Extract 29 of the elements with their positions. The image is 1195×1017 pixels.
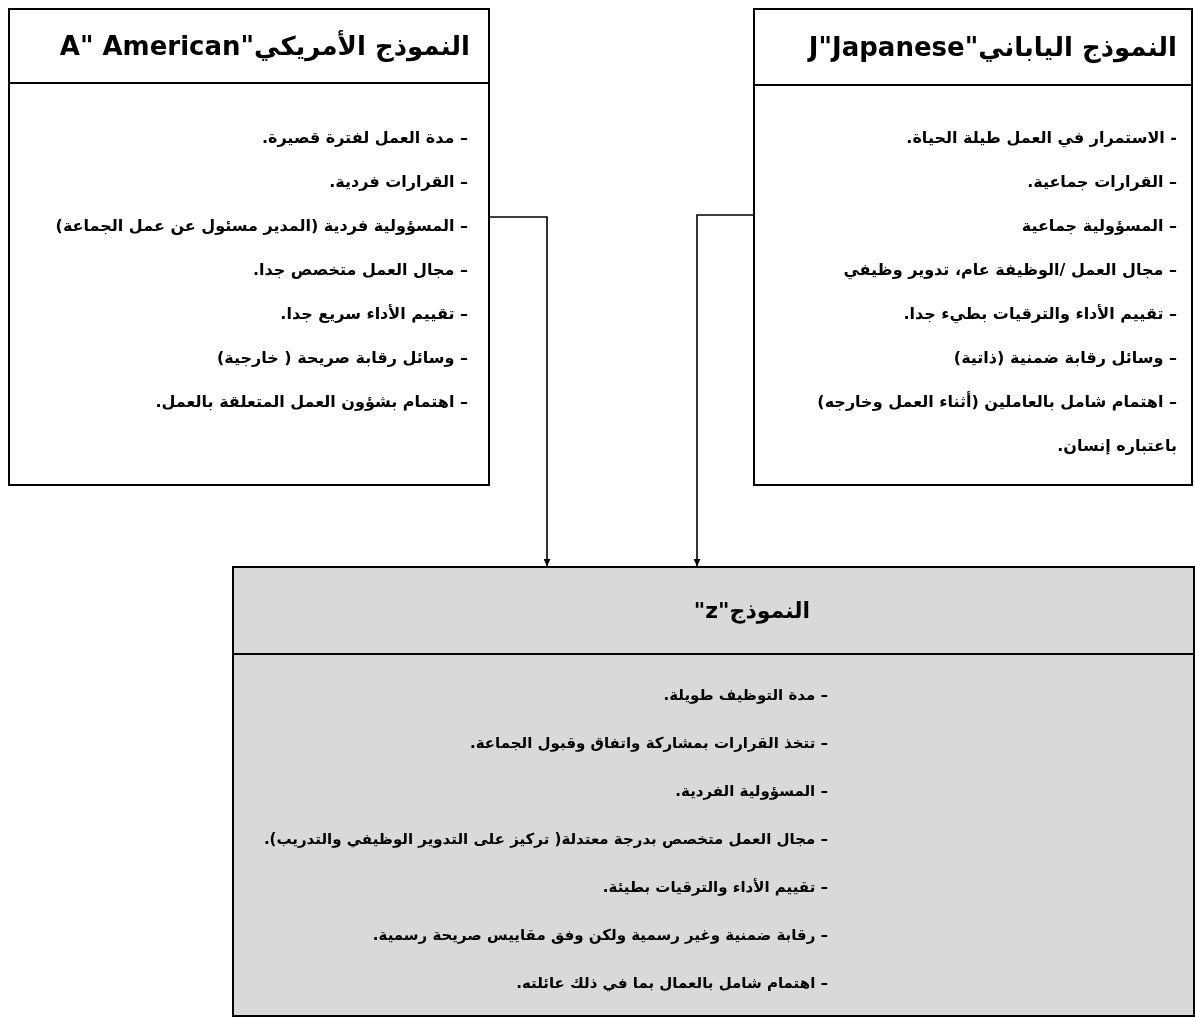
model-box	[753, 8, 1193, 486]
list-item: – تقييم الأداء والترقيات بطيء جدا.	[902, 303, 1177, 326]
list-item: – وسائل رقابة ضمنية (ذاتية)	[952, 347, 1177, 369]
model-box	[232, 566, 1195, 1017]
arrow	[489, 216, 551, 567]
box-heading: النموذج الياباني"J"Japanese	[755, 10, 1191, 86]
list-item: – القرارات فردية.	[328, 171, 468, 193]
list-item: – تتخذ القرارات بمشاركة واتفاق وقبول الجماعة.	[469, 733, 828, 754]
list-item: – اهتمام بشؤون العمل المتعلقة بالعمل.	[154, 391, 468, 413]
arrow	[693, 214, 754, 567]
list-item: – المسؤولية الفردية.	[674, 781, 828, 802]
box-heading: النموذج الأمريكي"A" American	[10, 10, 488, 84]
list-item: – مدة التوظيف طويلة.	[662, 685, 828, 706]
list-item: – المسؤولية جماعية	[1020, 215, 1177, 237]
list-item: – القرارات جماعية.	[1026, 171, 1177, 193]
list-item: – المسؤولية فردية (المدير مسئول عن عمل الجماعة)	[54, 215, 468, 237]
box-heading: النموذج"z"	[234, 568, 1193, 655]
list-item: – مجال العمل متخصص جدا.	[251, 259, 468, 281]
list-item: – اهتمام شامل بالعمال بما في ذلك عائلته.	[515, 973, 828, 994]
list-item: – وسائل رقابة صريحة ( خارجية)	[215, 347, 468, 369]
list-item: – مدة العمل لفترة قصيرة.	[260, 127, 468, 149]
list-item: – مجال العمل متخصص بدرجة معتدلة( تركيز على التدوير الوظيفي والتدريب).	[262, 829, 828, 850]
list-item: - الاستمرار في العمل طيلة الحياة.	[905, 127, 1177, 150]
list-item: – اهتمام شامل بالعاملين (أثناء العمل وخارجه) باعتباره إنسان.	[816, 390, 1177, 457]
list-item: – تقييم الأداء سريع جدا.	[279, 303, 468, 325]
list-item: – مجال العمل /الوظيفة عام، تدوير وظيفي	[842, 259, 1177, 282]
list-item: – تقييم الأداء والترقيات بطيئة.	[601, 877, 828, 898]
list-item: – رقابة ضمنية وغير رسمية ولكن وفق مقاييس صريحة رسمية.	[371, 925, 828, 946]
model-box	[8, 8, 490, 486]
